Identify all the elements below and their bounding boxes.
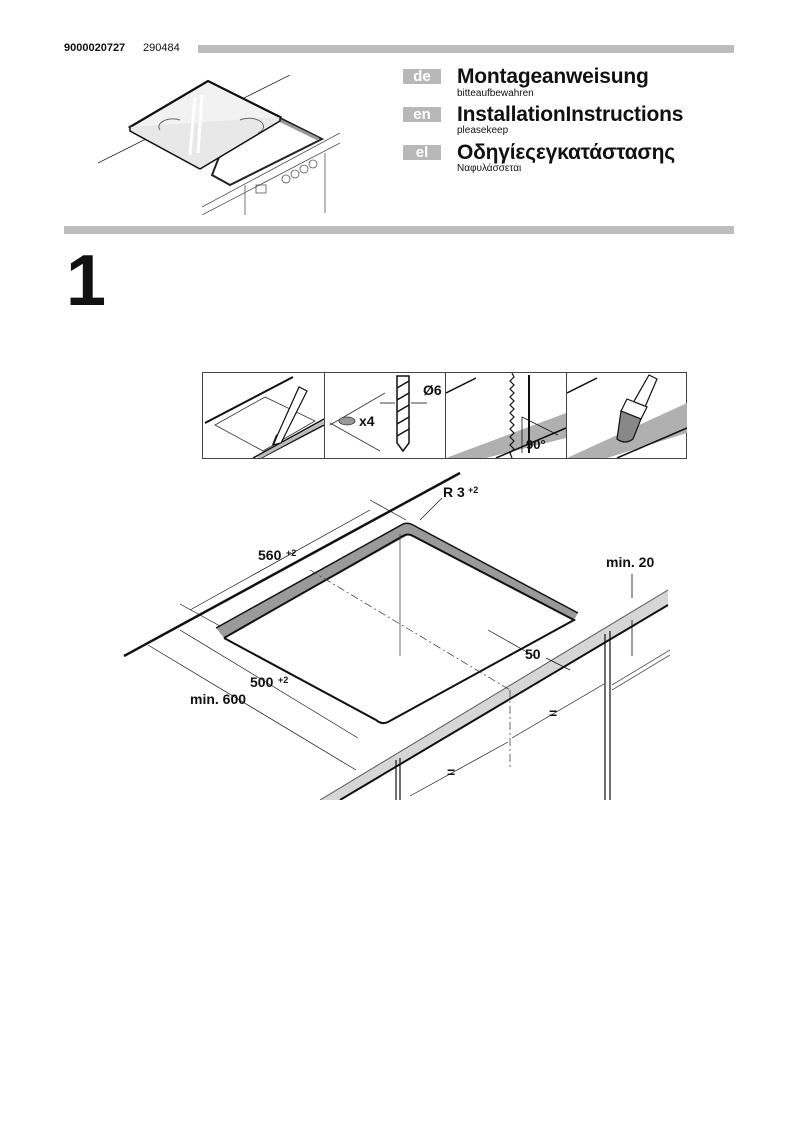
cutout-depth-tolerance: +2 [278,675,288,685]
drill-bit-icon: x4 Ø6 [329,375,442,453]
drill-diameter-label: Ø6 [423,382,442,398]
equal-left-label: = [447,764,455,780]
cutout-width-label: 560 [258,547,282,563]
title-de: Montageanweisung [457,65,649,88]
title-en: InstallationInstructions [457,103,684,126]
lang-badge-en: en [403,107,441,122]
cutout-width-tolerance: +2 [286,548,296,558]
document-number: 9000020727 [64,42,126,54]
corner-radius-label: R 3 [443,484,465,500]
pencil-marking-icon [204,376,324,458]
document-code: 290484 [143,42,180,54]
step-number: 1 [66,241,107,321]
front-distance-label: 50 [525,646,541,662]
equal-right-label: = [549,705,557,721]
tool-steps-strip: x4 Ø6 90° [202,372,687,459]
min-depth-label: min. 600 [190,691,246,707]
lang-badge-el: el [403,145,441,160]
min-thickness-label: min. 20 [606,554,654,570]
corner-radius-tolerance: +2 [468,485,478,495]
subtitle-el: Ναφυλάσσεται [457,163,522,174]
title-el: Οδηγίεςεγκατάστασης [457,141,675,164]
saw-angle-label: 90° [526,437,546,452]
subtitle-en: pleasekeep [457,125,509,136]
lang-badge-de: de [403,69,441,84]
header-divider [198,45,734,53]
cutout-dimension-drawing: 560 +2 R 3 +2 min. 20 50 500 +2 min. 600… [123,471,671,800]
sealant-brush-icon [567,374,687,458]
subtitle-de: bitteaufbewahren [457,88,534,99]
cutout-depth-label: 500 [250,674,274,690]
hob-illustration [97,75,341,215]
drill-count-label: x4 [359,413,375,429]
jigsaw-cut-icon: 90° [446,373,566,458]
section-divider [64,226,734,234]
